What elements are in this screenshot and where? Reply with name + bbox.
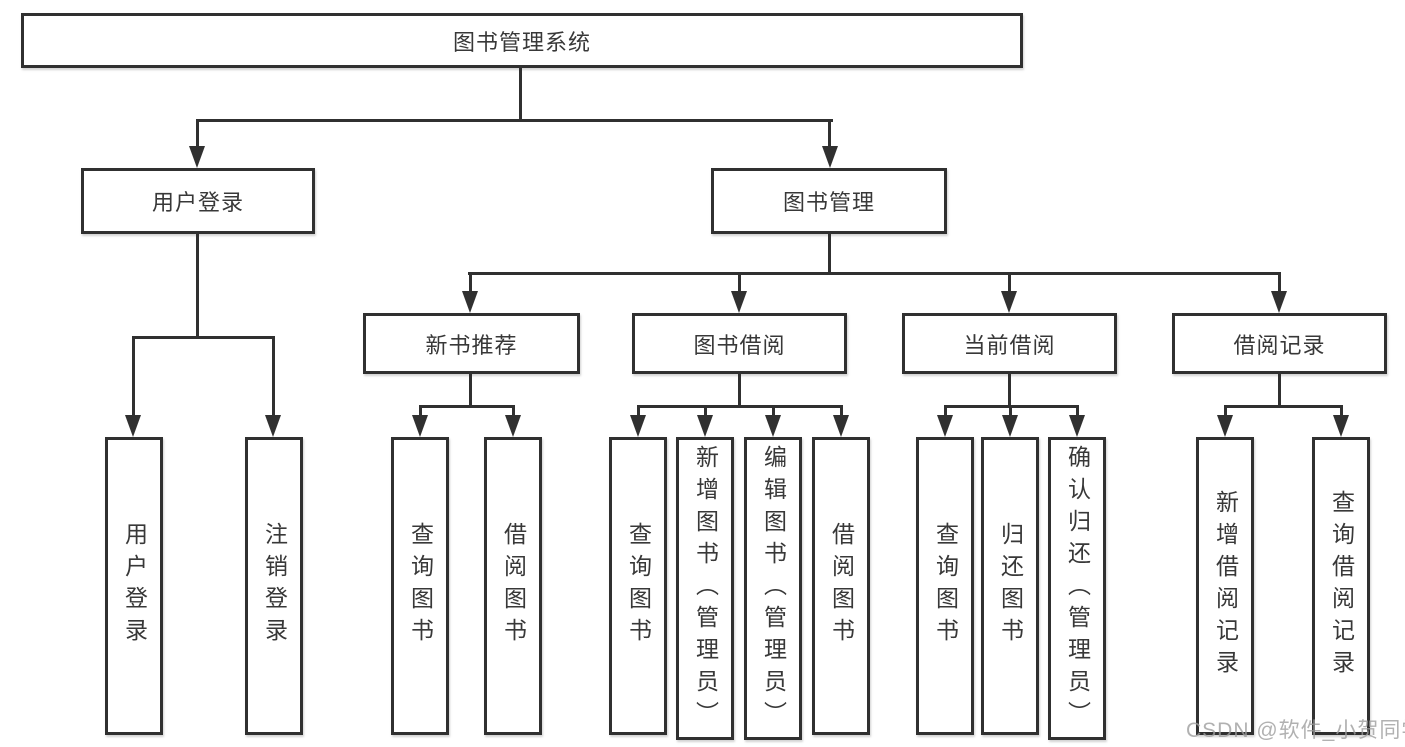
leaf-query-books-current: 查询图书 [916,437,974,735]
node-label: 查询图书 [407,522,434,650]
node-new-book-recommend: 新书推荐 [363,313,580,374]
connector-line [1224,405,1227,418]
connector-line [419,405,422,418]
arrow-down-icon [189,146,205,168]
leaf-add-book-admin: 新增图书（管理员） [676,437,734,740]
leaf-edit-book-admin: 编辑图书（管理员） [744,437,802,740]
node-borrowing-records: 借阅记录 [1172,313,1387,374]
leaf-return-book: 归还图书 [981,437,1039,735]
connector-line [1224,405,1343,408]
connector-line [1278,374,1281,407]
leaf-query-books-recommend: 查询图书 [391,437,449,735]
node-label: 确认归还（管理员） [1064,444,1091,733]
node-book-borrowing: 图书借阅 [632,313,847,374]
arrow-down-icon [630,415,646,437]
arrow-down-icon [1333,415,1349,437]
node-label: 当前借阅 [963,332,1056,358]
node-label: 查询图书 [932,522,959,650]
leaf-borrow-books-borrowing: 借阅图书 [812,437,870,735]
connector-line [637,405,842,408]
connector-line [738,374,741,407]
connector-line [469,272,472,294]
connector-line [738,272,741,294]
arrow-down-icon [822,146,838,168]
connector-line [272,336,275,418]
node-label: 用户登录 [121,522,148,650]
leaf-confirm-return-admin: 确认归还（管理员） [1048,437,1106,740]
leaf-query-books-borrowing: 查询图书 [609,437,667,735]
arrow-down-icon [125,415,141,437]
node-current-borrowing: 当前借阅 [902,313,1117,374]
arrow-down-icon [731,291,747,313]
connector-line [132,336,275,339]
node-label: 新增借阅记录 [1212,490,1239,682]
leaf-add-borrow-record: 新增借阅记录 [1196,437,1254,735]
leaf-logout: 注销登录 [245,437,303,735]
node-label: 图书管理 [782,190,875,215]
connector-line [519,68,522,122]
connector-line [1340,405,1343,418]
arrow-down-icon [265,415,281,437]
node-label: 图书管理系统 [452,29,591,55]
connector-line [1278,272,1281,294]
connector-line [196,119,833,122]
arrow-down-icon [1217,415,1233,437]
node-label: 用户登录 [151,190,244,215]
arrow-down-icon [462,291,478,313]
connector-line [704,405,707,418]
node-label: 归还图书 [997,522,1024,650]
connector-line [1008,272,1011,294]
arrow-down-icon [1002,415,1018,437]
node-label: 新书推荐 [425,332,518,358]
connector-line [1008,374,1011,407]
node-label: 图书借阅 [693,332,786,358]
arrow-down-icon [505,415,521,437]
connector-line [828,119,831,149]
connector-line [828,234,831,274]
arrow-down-icon [937,415,953,437]
connector-line [1076,405,1079,418]
watermark: CSDN @软件_小贺同学 [1186,719,1405,742]
connector-line [944,405,947,418]
connector-line [196,234,199,338]
connector-line [469,374,472,407]
node-label: 查询图书 [625,522,652,650]
node-label: 借阅图书 [500,522,527,650]
leaf-query-borrow-record: 查询借阅记录 [1312,437,1370,735]
connector-line [196,119,199,149]
node-user-login: 用户登录 [81,168,315,234]
connector-line [772,405,775,418]
connector-line [840,405,843,418]
arrow-down-icon [833,415,849,437]
arrow-down-icon [1069,415,1085,437]
node-label: 借阅记录 [1233,332,1326,358]
node-label: 查询借阅记录 [1328,490,1355,682]
arrow-down-icon [1271,291,1287,313]
node-book-management: 图书管理 [711,168,947,234]
connector-line [637,405,640,418]
arrow-down-icon [1001,291,1017,313]
leaf-user-login: 用户登录 [105,437,163,735]
connector-line [468,272,1281,275]
node-label: 新增图书（管理员） [692,444,719,733]
node-label: 编辑图书（管理员） [760,444,787,733]
connector-line [419,405,515,408]
node-label: 注销登录 [261,522,288,650]
arrow-down-icon [765,415,781,437]
arrow-down-icon [412,415,428,437]
node-label: 借阅图书 [828,522,855,650]
connector-line [512,405,515,418]
arrow-down-icon [697,415,713,437]
connector-line [132,336,135,418]
connector-line [1009,405,1012,418]
node-library-management-system: 图书管理系统 [21,13,1023,68]
leaf-borrow-books-recommend: 借阅图书 [484,437,542,735]
